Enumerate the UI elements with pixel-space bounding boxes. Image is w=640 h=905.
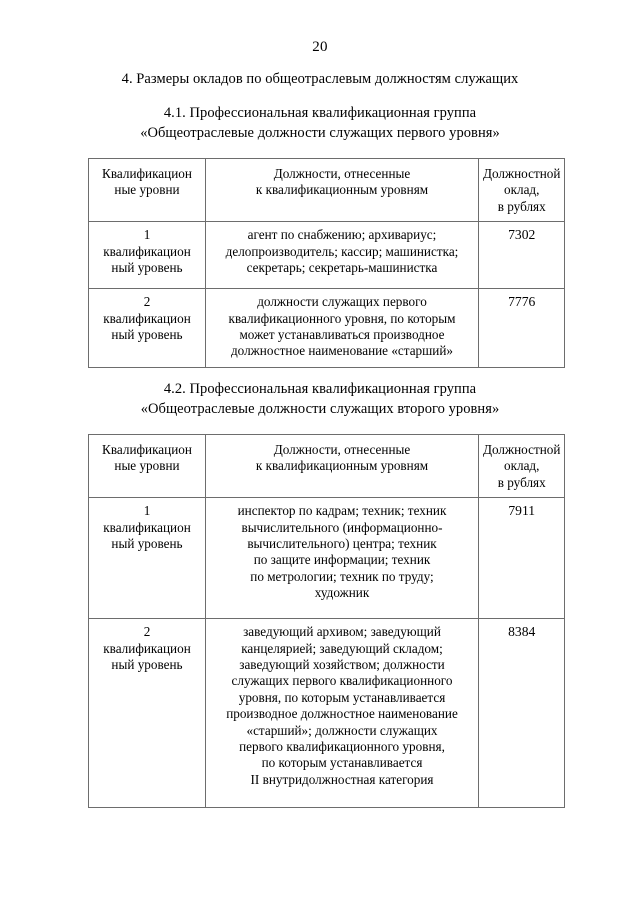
cell-qualification-level: 1 квалификацион ный уровень [88,497,206,620]
level-word-part1: квалификацион [103,310,191,326]
position-line: делопроизводитель; кассир; машинистка; [225,243,459,259]
header-col1-line2: ные уровни [114,182,180,198]
cell-salary: 8384 [477,618,566,809]
position-line: по метрологии; техник по труду; [250,568,434,584]
level-number: 2 [143,294,151,310]
position-line: по защите информации; техник [253,552,431,568]
position-line: уровня, по которым устанавливается [238,689,446,705]
position-line: может устанавливаться производное [239,327,445,343]
header-col3-line3: в рублях [497,198,546,214]
table-row: 1 квалификацион ный уровень инспектор по… [88,497,566,620]
header-col2-line1: Должности, отнесенные [273,166,411,181]
header-col3-line2: оклад, [503,182,540,198]
cell-salary: 7911 [477,497,566,620]
header-cell-positions: Должности, отнесенные к квалификационным… [205,433,479,499]
header-col3-line2: оклад, [503,458,540,474]
section-heading-4-2-line2: «Общеотраслевые должности служащих второ… [140,401,500,417]
header-cell-salary: Должностной оклад, в рублях [477,433,566,499]
position-line: должностное наименование «старший» [230,343,454,359]
header-col2-line2: к квалификационным уровням [255,182,429,198]
section-heading-4-1-line2: «Общеотраслевые должности служащих перво… [140,125,500,141]
header-col3-line1: Должностной [483,166,561,181]
position-line: квалификационного уровня, по которым [228,310,456,326]
page-number: 20 [312,39,328,55]
header-col2-line2: к квалификационным уровням [255,458,429,474]
level-word-part2: ный уровень [111,657,183,673]
level-number: 1 [143,227,151,243]
section-heading-4-2-line1: 4.2. Профессиональная квалификационная г… [163,381,477,397]
position-line: заведующий хозяйством; должности [239,657,445,673]
header-cell-qualification-levels: Квалификацион ные уровни [88,433,206,499]
position-line: по которым устанавливается [261,755,423,771]
position-line: художник [314,585,370,601]
salary-value: 8384 [508,624,536,640]
level-word-part1: квалификацион [103,519,191,535]
position-line: производное должностное наименование [226,706,458,722]
level-number: 1 [143,503,151,519]
salary-value: 7911 [508,503,536,519]
salary-table-first-level: Квалификацион ные уровни Должности, отне… [88,157,566,369]
cell-positions: должности служащих первого квалификацион… [205,288,479,369]
header-cell-positions: Должности, отнесенные к квалификационным… [205,157,479,223]
section-heading-4-1-line1: 4.1. Профессиональная квалификационная г… [163,105,477,121]
position-line: агент по снабжению; архивариус; [247,227,437,243]
position-line: вычислительного) центра; техник [247,536,437,552]
table-header-row: Квалификацион ные уровни Должности, отне… [88,433,566,499]
cell-qualification-level: 2 квалификацион ный уровень [88,618,206,809]
cell-positions: заведующий архивом; заведующий канцеляри… [205,618,479,809]
salary-table-second-level: Квалификацион ные уровни Должности, отне… [88,433,566,809]
table-row: 2 квалификацион ный уровень должности сл… [88,288,566,369]
position-line: инспектор по кадрам; техник; техник [237,503,447,519]
position-line: II внутридолжностная категория [250,771,434,787]
level-word-part2: ный уровень [111,536,183,552]
level-word-part1: квалификацион [103,243,191,259]
header-col1-line2: ные уровни [114,458,180,474]
level-word-part2: ный уровень [111,260,183,276]
cell-salary: 7776 [477,288,566,369]
position-line: первого квалификационного уровня, [239,739,445,755]
section-heading-4-1: 4.1. Профессиональная квалификационная г… [0,103,640,143]
section-heading-4-line: 4. Размеры окладов по общеотраслевым дол… [121,71,519,87]
table-row: 2 квалификацион ный уровень заведующий а… [88,618,566,809]
position-line: вычислительного (информационно- [241,519,443,535]
position-line: канцелярией; заведующий складом; [241,640,443,656]
section-heading-4: 4. Размеры окладов по общеотраслевым дол… [0,69,640,89]
table-header-row: Квалификацион ные уровни Должности, отне… [88,157,566,223]
cell-salary: 7302 [477,221,566,290]
level-number: 2 [143,624,151,640]
header-col2-line1: Должности, отнесенные [273,442,411,457]
salary-value: 7776 [508,294,536,310]
cell-positions: инспектор по кадрам; техник; техник вычи… [205,497,479,620]
header-cell-salary: Должностной оклад, в рублях [477,157,566,223]
cell-positions: агент по снабжению; архивариус; делопрои… [205,221,479,290]
position-line: служащих первого квалификационного [231,673,453,689]
header-col1-line1: Квалификацион [102,166,192,181]
salary-value: 7302 [508,227,536,243]
header-cell-qualification-levels: Квалификацион ные уровни [88,157,206,223]
position-line: «старший»; должности служащих [246,722,438,738]
position-line: должности служащих первого [257,294,427,310]
level-word-part1: квалификацион [103,640,191,656]
header-col1-line1: Квалификацион [102,442,192,457]
header-col3-line1: Должностной [483,442,561,457]
header-col3-line3: в рублях [497,474,546,490]
position-line: заведующий архивом; заведующий [243,624,441,640]
level-word-part2: ный уровень [111,327,183,343]
cell-qualification-level: 1 квалификацион ный уровень [88,221,206,290]
cell-qualification-level: 2 квалификацион ный уровень [88,288,206,369]
table-row: 1 квалификацион ный уровень агент по сна… [88,221,566,290]
position-line: секретарь; секретарь-машинистка [246,260,438,276]
section-heading-4-2: 4.2. Профессиональная квалификационная г… [0,379,640,419]
